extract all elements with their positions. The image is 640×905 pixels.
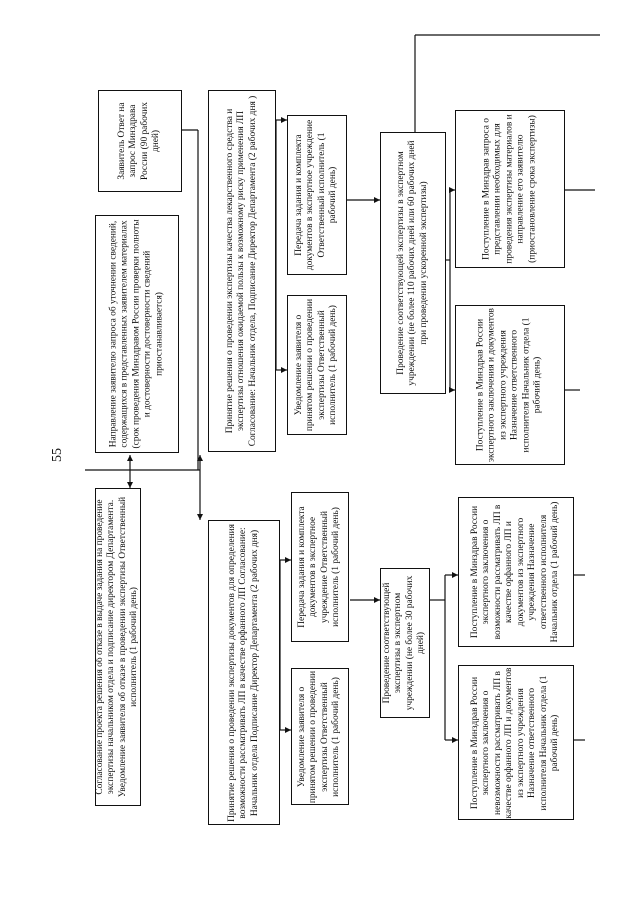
box-expertise-30: Проведение соответствующей экспертизы в … <box>380 568 430 718</box>
box-applicant-response-text: Заявитель Ответ на запрос Минздрава Росс… <box>117 102 162 180</box>
box-clarification-request: Направление заявителю запроса об уточнен… <box>95 215 179 453</box>
box-quality-decision: Принятие решения о проведении экспертизы… <box>208 90 276 452</box>
box-quality-decision-text: Принятие решения о проведении экспертизы… <box>224 95 258 447</box>
box-refusal-draft-text: Согласование проекта решения об отказе в… <box>95 496 140 798</box>
box-notify-right-text: Уведомление заявителя о принятом решении… <box>294 298 339 432</box>
box-materials-request-text: Поступление в Минздрав запроса о предста… <box>481 114 538 264</box>
box-conclusion-expert-text: Поступление в Минздрав России экспертног… <box>475 308 543 463</box>
box-conclusion-possible: Поступление в Минздрав России экспертног… <box>458 497 574 647</box>
arrowhead <box>452 572 458 578</box>
arrowhead <box>452 737 458 743</box>
box-transfer-left-text: Передача задания и комплекта документов … <box>297 506 342 628</box>
box-notify-left: Уведомление заявителя о принятом решении… <box>291 668 349 805</box>
box-conclusion-impossible: Поступление в Минздрав России экспертног… <box>458 665 574 820</box>
arrowhead <box>127 455 133 461</box>
box-refusal-draft: Согласование проекта решения об отказе в… <box>95 488 141 806</box>
arrowhead <box>197 455 203 461</box>
box-materials-request: Поступление в Минздрав запроса о предста… <box>455 110 565 268</box>
box-expertise-110: Проведение соответствующей экспертизы в … <box>380 132 446 394</box>
arrowhead <box>127 482 133 488</box>
box-orphan-decision-text: Принятие решения о проведении экспертизы… <box>226 523 260 822</box>
arrowhead <box>281 117 287 123</box>
arrowhead <box>281 367 287 373</box>
box-notify-right: Уведомление заявителя о принятом решении… <box>287 295 347 435</box>
box-conclusion-impossible-text: Поступление в Минздрав России экспертног… <box>470 667 561 818</box>
box-conclusion-expert: Поступление в Минздрав России экспертног… <box>455 305 565 465</box>
box-expertise-110-text: Проведение соответствующей экспертизы в … <box>395 140 429 386</box>
arrowhead <box>449 387 455 393</box>
box-transfer-right-text: Передача задания и комплекта документов … <box>294 119 339 271</box>
box-notify-left-text: Уведомление заявителя о принятом решении… <box>297 670 342 803</box>
arrowhead <box>285 727 291 733</box>
arrowhead <box>374 597 380 603</box>
box-expertise-30-text: Проведение соответствующей экспертизы в … <box>382 575 427 711</box>
box-orphan-decision: Принятие решения о проведении экспертизы… <box>208 520 280 825</box>
arrowhead <box>285 557 291 563</box>
box-transfer-right: Передача задания и комплекта документов … <box>287 115 347 275</box>
box-transfer-left: Передача задания и комплекта документов … <box>291 492 349 642</box>
arrowhead <box>449 187 455 193</box>
box-applicant-response: Заявитель Ответ на запрос Минздрава Росс… <box>98 90 182 192</box>
box-clarification-request-text: Направление заявителю запроса об уточнен… <box>108 219 165 449</box>
arrowhead <box>374 197 380 203</box>
box-conclusion-possible-text: Поступление в Минздрав России экспертног… <box>470 501 561 643</box>
arrowhead <box>197 514 203 520</box>
